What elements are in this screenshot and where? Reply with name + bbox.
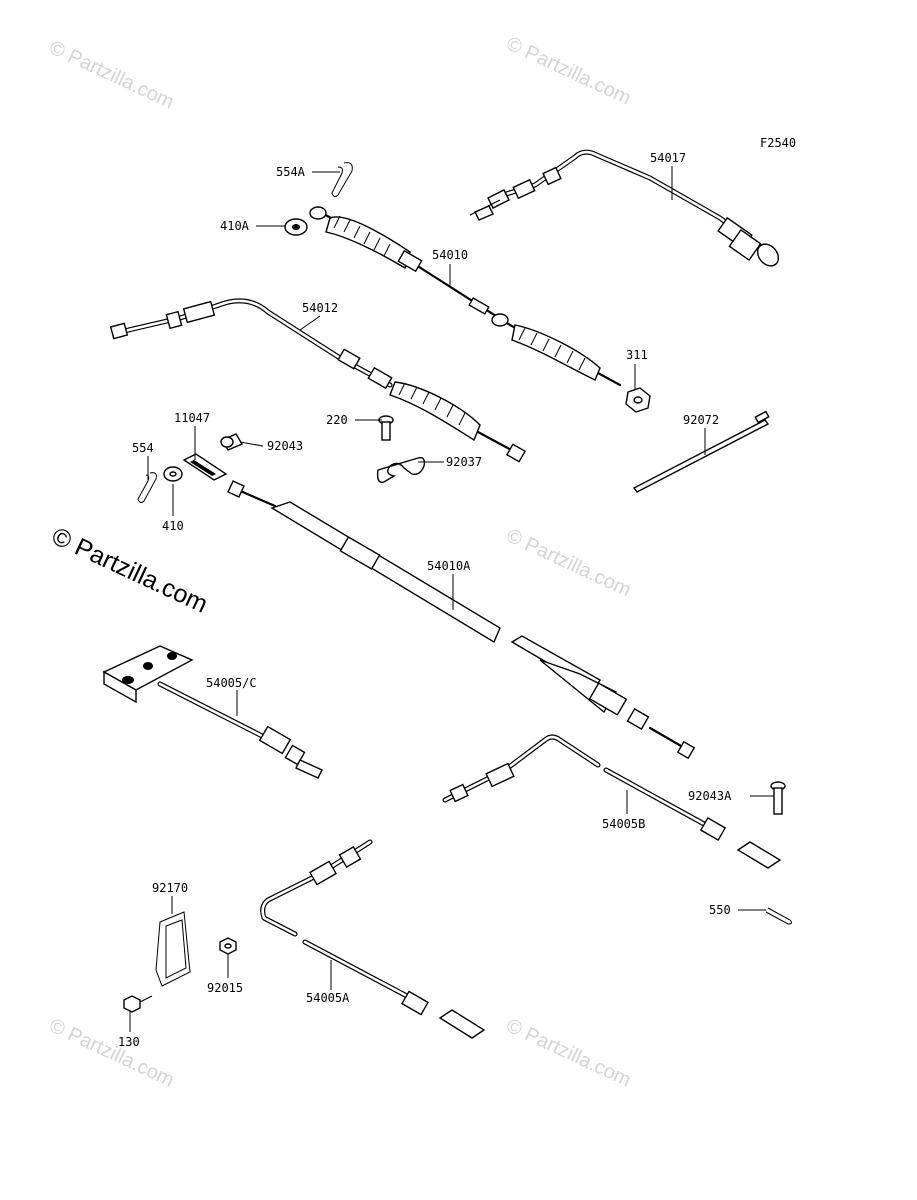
cable-54012	[109, 298, 527, 463]
pin-92043	[220, 433, 244, 451]
label-54017: 54017	[650, 151, 686, 165]
tie-92072	[632, 410, 770, 493]
label-11047: 11047	[174, 411, 210, 425]
bracket-92170	[155, 911, 191, 987]
label-92072: 92072	[683, 413, 719, 427]
label-92170: 92170	[152, 881, 188, 895]
label-410A: 410A	[220, 219, 250, 233]
watermark-top-right: © Partzilla.com	[503, 33, 634, 110]
watermark-top-left: © Partzilla.com	[46, 37, 177, 114]
figure-code: F2540	[760, 136, 796, 150]
washer-410	[163, 466, 183, 482]
leader-lines	[129, 166, 774, 1032]
cable-54005A	[260, 839, 486, 1039]
nut-311	[625, 387, 651, 413]
watermark-main: © Partzilla.com	[47, 522, 212, 619]
label-54005B: 54005B	[602, 817, 645, 831]
clamp-92037	[376, 456, 426, 483]
cable-54017	[469, 149, 780, 267]
watermark-mid-right: © Partzilla.com	[503, 525, 634, 602]
washer-410A	[284, 218, 308, 236]
label-54010A: 54010A	[427, 559, 471, 573]
nut-92015	[219, 937, 237, 955]
bolt-130	[123, 995, 153, 1013]
label-410: 410	[162, 519, 184, 533]
bracket-11047	[182, 453, 228, 481]
label-54005C: 54005/C	[206, 676, 257, 690]
label-54012: 54012	[302, 301, 338, 315]
label-92043A: 92043A	[688, 789, 732, 803]
label-54010: 54010	[432, 248, 468, 262]
label-92015: 92015	[207, 981, 243, 995]
label-92043: 92043	[267, 439, 303, 453]
label-130: 130	[118, 1035, 140, 1049]
cable-54010A	[227, 480, 696, 760]
cotter-pin-550	[765, 907, 793, 925]
cable-54010	[309, 206, 622, 387]
label-554A: 554A	[276, 165, 306, 179]
label-554: 554	[132, 441, 154, 455]
cable-54005C	[102, 645, 323, 779]
label-92037: 92037	[446, 455, 482, 469]
cable-54005B	[442, 734, 782, 869]
part-labels: 554A 410A 54017 54010 54012 311 92072 11…	[118, 151, 732, 1049]
label-550: 550	[709, 903, 731, 917]
label-54005A: 54005A	[306, 991, 350, 1005]
clip-554	[137, 472, 157, 504]
watermark-bottom-right: © Partzilla.com	[503, 1015, 634, 1092]
pin-92043A	[770, 781, 786, 815]
label-220: 220	[326, 413, 348, 427]
clip-554A	[331, 162, 353, 198]
label-311: 311	[626, 348, 648, 362]
watermark-bottom-left: © Partzilla.com	[46, 1015, 177, 1092]
